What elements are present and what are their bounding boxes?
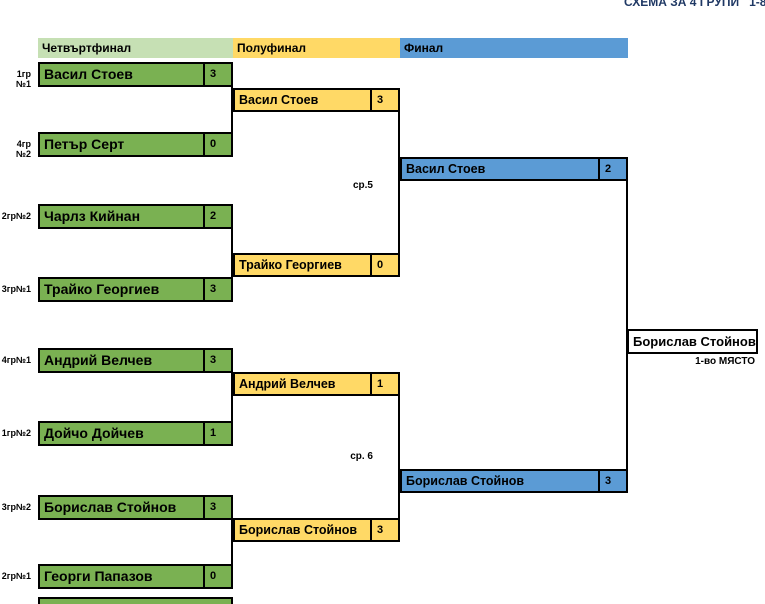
player-name: Васил Стоев [44, 66, 133, 82]
player-name: Чарлз Кийнан [44, 208, 141, 224]
column-header-final: Финал [400, 38, 628, 58]
bracket-title: СХЕМА ЗА 4 ГРУПИ 1-8 М [624, 0, 765, 9]
seed-label: 4гр №2 [15, 139, 31, 159]
partial-row [38, 597, 233, 604]
player-score: 3 [598, 471, 626, 491]
player-score: 2 [598, 159, 626, 179]
player-name: Петър Серт [44, 136, 125, 152]
seed-label: 2гр№1 [1, 571, 31, 581]
player-name: Борислав Стойнов [44, 499, 177, 515]
match-number-label: ср. 6 [350, 451, 373, 462]
player-name: Трайко Георгиев [44, 281, 160, 297]
quarterfinal-match-box: Петър Серт 0 [38, 132, 233, 157]
seed-label: 3гр№1 [1, 284, 31, 294]
connector-line [398, 110, 400, 255]
semifinal-match-box: Васил Стоев 3 [233, 88, 400, 112]
column-header-semifinal: Полуфинал [233, 38, 400, 58]
quarterfinal-match-box: Чарлз Кийнан 2 [38, 204, 233, 229]
player-score: 3 [370, 520, 398, 540]
player-score: 3 [203, 350, 231, 371]
player-score: 1 [370, 374, 398, 394]
player-score: 2 [203, 206, 231, 227]
connector-line [398, 394, 400, 520]
champion-box: Борислав Стойнов [627, 329, 758, 354]
player-name: Андрий Велчев [44, 352, 153, 368]
player-score: 3 [203, 64, 231, 85]
quarterfinal-match-box: Дойчо Дойчев 1 [38, 421, 233, 446]
player-score: 3 [370, 90, 398, 110]
connector-line [231, 227, 233, 279]
player-score: 0 [370, 255, 398, 275]
player-score: 1 [203, 423, 231, 444]
semifinal-match-box: Андрий Велчев 1 [233, 372, 400, 396]
connector-line [231, 371, 233, 423]
seed-label: 3гр№2 [1, 502, 31, 512]
connector-line [231, 518, 233, 566]
final-match-box: Васил Стоев 2 [400, 157, 628, 181]
connector-line [626, 179, 628, 471]
seed-label: 1гр №1 [15, 69, 31, 89]
seed-label: 2гр№2 [1, 211, 31, 221]
quarterfinal-match-box: Трайко Георгиев 3 [38, 277, 233, 302]
player-name: Борислав Стойнов [239, 523, 358, 537]
player-score: 3 [203, 497, 231, 518]
column-header-quarterfinal: Четвъртфинал [38, 38, 233, 58]
semifinal-match-box: Борислав Стойнов 3 [233, 518, 400, 542]
connector-line [231, 85, 233, 134]
player-score: 0 [203, 566, 231, 587]
quarterfinal-match-box: Андрий Велчев 3 [38, 348, 233, 373]
player-name: Борислав Стойнов [406, 474, 525, 488]
quarterfinal-match-box: Борислав Стойнов 3 [38, 495, 233, 520]
seed-label: 4гр№1 [1, 355, 31, 365]
player-name: Трайко Георгиев [239, 258, 342, 272]
player-name: Васил Стоев [239, 93, 319, 107]
final-match-box: Борислав Стойнов 3 [400, 469, 628, 493]
quarterfinal-match-box: Васил Стоев 3 [38, 62, 233, 87]
player-name: Дойчо Дойчев [44, 425, 144, 441]
champion-caption: 1-во МЯСТО [695, 356, 755, 367]
player-name: Васил Стоев [406, 162, 486, 176]
semifinal-match-box: Трайко Георгиев 0 [233, 253, 400, 277]
player-score: 0 [203, 134, 231, 155]
player-score: 3 [203, 279, 231, 300]
quarterfinal-match-box: Георги Папазов 0 [38, 564, 233, 589]
player-name: Андрий Велчев [239, 377, 336, 391]
match-number-label: ср.5 [352, 180, 373, 191]
seed-label: 1гр№2 [1, 428, 31, 438]
player-name: Георги Папазов [44, 568, 153, 584]
